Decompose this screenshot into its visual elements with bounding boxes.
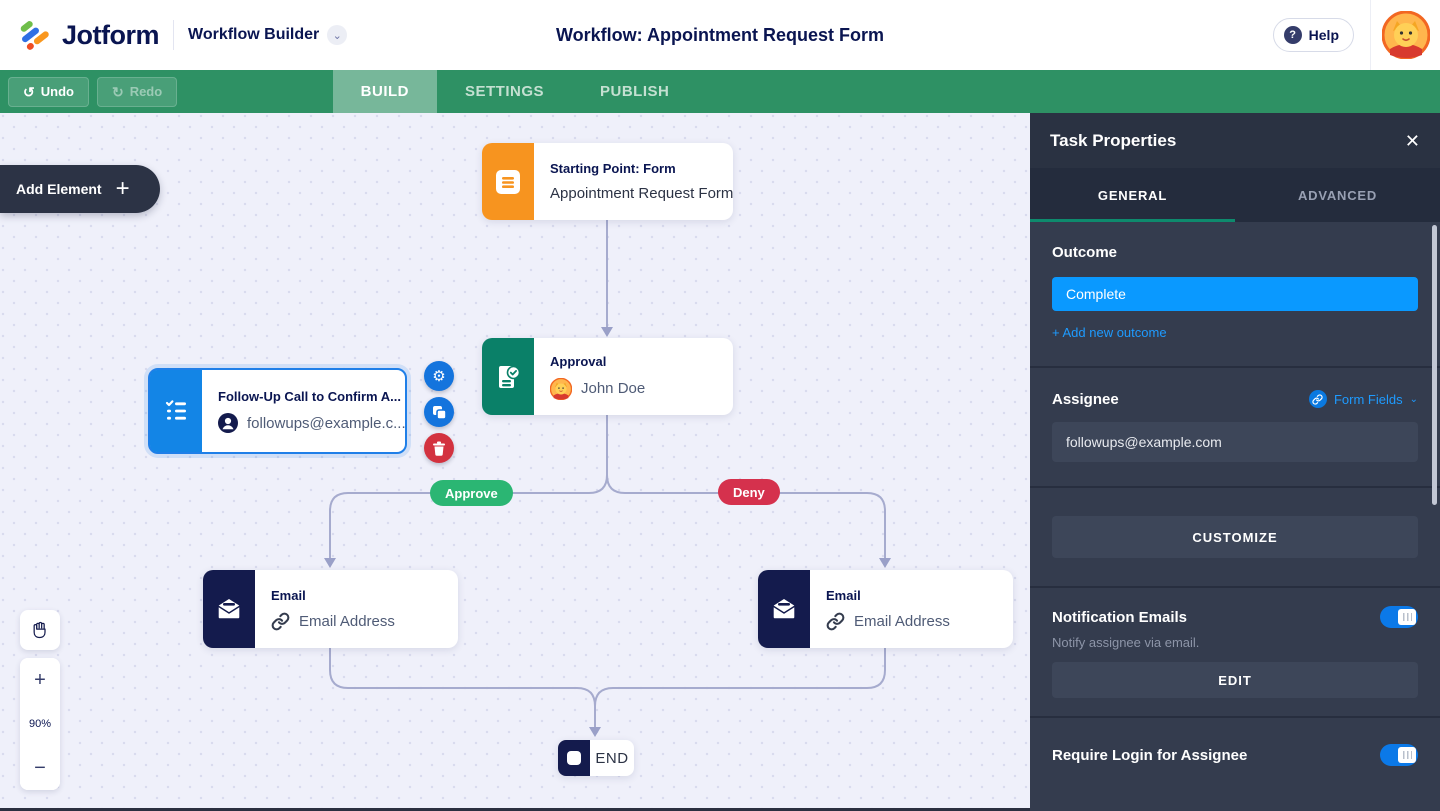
- chevron-down-icon: ⌄: [1409, 393, 1418, 405]
- person-icon: [218, 413, 238, 433]
- end-label: END: [595, 749, 629, 767]
- add-outcome-link[interactable]: + Add new outcome: [1052, 325, 1167, 340]
- panel-tab-advanced[interactable]: ADVANCED: [1297, 187, 1378, 203]
- assignee-section: Assignee Form Fields ⌄: [1030, 368, 1440, 486]
- email-icon: [758, 570, 810, 648]
- tab-publish[interactable]: PUBLISH: [600, 83, 670, 100]
- node-type-label: Email: [826, 587, 861, 603]
- node-end[interactable]: END: [558, 740, 634, 776]
- node-settings-button[interactable]: ⚙: [424, 361, 454, 391]
- panel-scrollbar[interactable]: [1432, 225, 1437, 505]
- require-login-toggle[interactable]: [1380, 744, 1418, 766]
- approval-icon: [482, 338, 534, 415]
- top-header: Jotform Workflow Builder ⌄ Workflow: App…: [0, 0, 1440, 70]
- require-login-section: Require Login for Assignee: [1030, 718, 1440, 790]
- plus-icon: +: [115, 175, 130, 202]
- notification-toggle[interactable]: [1380, 606, 1418, 628]
- bottom-edge: [0, 808, 1030, 811]
- redo-button[interactable]: ↻ Redo: [96, 76, 178, 107]
- assignee-email: followups@example.c...: [247, 414, 406, 432]
- product-switcher[interactable]: Workflow Builder ⌄: [188, 25, 348, 45]
- branch-approve-pill[interactable]: Approve: [430, 480, 513, 506]
- customize-section: CUSTOMIZE: [1030, 488, 1440, 586]
- outcome-complete-button[interactable]: Complete: [1052, 277, 1418, 311]
- form-fields-link-icon: [1308, 390, 1327, 408]
- panel-title: Task Properties: [1050, 130, 1177, 150]
- build-toolbar: ↺ Undo ↻ Redo BUILD SETTINGS PUBLISH: [0, 70, 1440, 113]
- node-duplicate-button[interactable]: [424, 397, 454, 427]
- node-email-approve[interactable]: Email Email Address: [203, 570, 458, 648]
- zoom-out-button[interactable]: −: [20, 746, 60, 790]
- workflow-canvas[interactable]: Add Element + Starting Point: Form Appoi…: [0, 113, 1030, 811]
- node-subtitle: Appointment Request Form: [550, 185, 734, 202]
- toolbar-tabs: BUILD SETTINGS PUBLISH: [0, 70, 1030, 113]
- section-divider: [1030, 366, 1440, 368]
- logo-wordmark: Jotform: [62, 19, 160, 50]
- email-field-link: Email Address: [299, 612, 395, 630]
- node-type-label: Approval: [550, 353, 607, 369]
- redo-icon: ↻: [111, 83, 124, 100]
- notification-emails-section: Notification Emails Notify assignee via …: [1030, 588, 1440, 716]
- node-email-deny[interactable]: Email Email Address: [758, 570, 1013, 648]
- panel-tabs: GENERAL ADVANCED: [1030, 168, 1440, 222]
- branch-deny-pill[interactable]: Deny: [718, 479, 780, 505]
- tab-settings[interactable]: SETTINGS: [464, 83, 544, 100]
- jotform-logo[interactable]: Jotform: [16, 17, 160, 53]
- undo-button[interactable]: ↺ Undo: [8, 76, 89, 107]
- avatar-icon: [1381, 11, 1430, 59]
- email-icon: [203, 570, 255, 648]
- node-followup-selected[interactable]: Follow-Up Call to Confirm A... followups…: [148, 368, 407, 454]
- zoom-in-button[interactable]: +: [20, 658, 60, 702]
- tab-build[interactable]: BUILD: [332, 70, 437, 113]
- link-icon: [826, 612, 845, 630]
- customize-button[interactable]: CUSTOMIZE: [1052, 516, 1418, 558]
- link-icon: [271, 612, 290, 630]
- toggle-knob: [1398, 747, 1416, 763]
- assignee-avatar-icon: [550, 377, 572, 400]
- zoom-level: 90%: [28, 718, 52, 730]
- section-divider: [1030, 716, 1440, 718]
- assignee-heading: Assignee: [1052, 390, 1119, 408]
- notification-heading: Notification Emails: [1052, 608, 1188, 626]
- trash-icon: [433, 441, 445, 456]
- notification-description: Notify assignee via email.: [1052, 635, 1200, 650]
- chevron-down-icon: ⌄: [327, 25, 348, 45]
- close-panel-button[interactable]: ✕: [1404, 130, 1420, 151]
- node-delete-button[interactable]: [424, 433, 454, 463]
- node-type-label: Email: [271, 587, 306, 603]
- help-icon: ?: [1283, 26, 1302, 44]
- panel-tab-general[interactable]: GENERAL: [1030, 168, 1235, 222]
- section-divider: [1030, 486, 1440, 488]
- edit-notification-button[interactable]: EDIT: [1052, 662, 1418, 698]
- node-type-label: Starting Point: Form: [550, 161, 676, 176]
- jotform-logo-icon: [20, 21, 49, 50]
- task-checklist-icon: [150, 370, 202, 452]
- outcome-section: Outcome Complete + Add new outcome: [1030, 222, 1440, 366]
- require-login-heading: Require Login for Assignee: [1052, 746, 1248, 764]
- help-button[interactable]: ? Help: [1272, 18, 1354, 52]
- pan-tool-button[interactable]: [20, 610, 60, 650]
- section-divider: [1030, 586, 1440, 588]
- outcome-heading: Outcome: [1052, 244, 1118, 261]
- add-element-button[interactable]: Add Element +: [0, 165, 160, 213]
- duplicate-icon: [432, 405, 447, 420]
- gear-icon: ⚙: [432, 367, 446, 385]
- assignee-email-input[interactable]: [1052, 422, 1418, 462]
- hand-icon: [33, 621, 46, 639]
- end-icon: [558, 740, 590, 776]
- form-icon: [482, 143, 534, 220]
- toggle-knob: [1398, 609, 1416, 625]
- node-title: Follow-Up Call to Confirm A...: [218, 389, 401, 404]
- task-properties-panel: Task Properties ✕ GENERAL ADVANCED Outco…: [1030, 113, 1440, 811]
- node-approval[interactable]: Approval John Doe: [482, 338, 733, 415]
- node-starting-point[interactable]: Starting Point: Form Appointment Request…: [482, 143, 733, 220]
- node-action-buttons: ⚙: [424, 361, 454, 463]
- user-avatar[interactable]: [1370, 0, 1440, 70]
- assignee-name: John Doe: [581, 380, 646, 397]
- undo-icon: ↺: [23, 83, 35, 100]
- zoom-controls: + 90% −: [20, 658, 60, 790]
- form-fields-dropdown[interactable]: Form Fields ⌄: [1308, 390, 1418, 408]
- email-field-link: Email Address: [854, 612, 950, 630]
- header-divider: [173, 20, 174, 50]
